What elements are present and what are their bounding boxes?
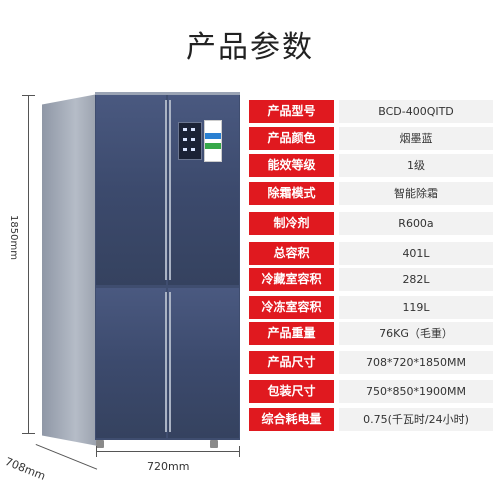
- depth-dimension-line: [35, 444, 98, 470]
- spec-value: 282L: [339, 268, 493, 291]
- display-indicator: [191, 148, 195, 151]
- spec-row: 产品尺寸 708*720*1850MM: [249, 351, 493, 376]
- width-dimension-line: [96, 451, 239, 452]
- fridge-top-edge: [95, 92, 240, 95]
- display-indicator: [183, 138, 187, 141]
- spec-label: 产品尺寸: [249, 351, 334, 374]
- spec-label: 制冷剂: [249, 212, 334, 235]
- spec-label: 包装尺寸: [249, 380, 334, 403]
- spec-label: 冷冻室容积: [249, 296, 334, 319]
- spec-row: 制冷剂 R600a: [249, 212, 493, 237]
- spec-value: 烟墨蓝: [339, 127, 493, 150]
- spec-row: 除霜模式 智能除霜: [249, 182, 493, 207]
- page-title: 产品参数: [186, 30, 314, 65]
- fridge-side-panel: [42, 94, 98, 446]
- spec-row: 包装尺寸 750*850*1900MM: [249, 380, 493, 405]
- height-dimension-top-tick: [22, 95, 35, 96]
- fridge-door-bottom-right: [168, 288, 239, 438]
- spec-row: 综合耗电量 0.75(千瓦时/24小时): [249, 408, 493, 433]
- spec-row: 产品型号 BCD-400QITD: [249, 100, 493, 125]
- door-handle-top-right: [169, 100, 171, 280]
- display-indicator: [183, 128, 187, 131]
- door-handle-top-left: [165, 100, 167, 280]
- height-dimension-bottom-tick: [22, 433, 35, 434]
- spec-value: R600a: [339, 212, 493, 235]
- door-handle-bottom-right: [169, 292, 171, 432]
- spec-label: 除霜模式: [249, 182, 334, 205]
- width-dimension-left-tick: [96, 446, 97, 457]
- spec-row: 产品颜色 烟墨蓝: [249, 127, 493, 152]
- spec-value: 750*850*1900MM: [339, 380, 493, 403]
- width-dimension-right-tick: [239, 446, 240, 457]
- spec-value: 119L: [339, 296, 493, 319]
- spec-row: 能效等级 1级: [249, 154, 493, 179]
- spec-value: BCD-400QITD: [339, 100, 493, 123]
- spec-label: 综合耗电量: [249, 408, 334, 431]
- spec-label: 产品型号: [249, 100, 334, 123]
- fridge-foot: [210, 440, 218, 448]
- spec-value: 708*720*1850MM: [339, 351, 493, 374]
- display-indicator: [191, 128, 195, 131]
- height-dimension-line: [28, 95, 29, 433]
- fridge-foot: [96, 440, 104, 448]
- spec-label: 能效等级: [249, 154, 334, 177]
- spec-row: 冷冻室容积 119L: [249, 296, 493, 321]
- spec-value: 1级: [339, 154, 493, 177]
- spec-row: 产品重量 76KG（毛重）: [249, 322, 493, 347]
- width-dimension-label: 720mm: [147, 460, 190, 473]
- spec-label: 产品重量: [249, 322, 334, 345]
- spec-value: 401L: [339, 242, 493, 265]
- control-display-panel: [178, 122, 202, 160]
- door-handle-bottom-left: [165, 292, 167, 432]
- display-indicator: [191, 138, 195, 141]
- spec-label: 产品颜色: [249, 127, 334, 150]
- spec-label: 总容积: [249, 242, 334, 265]
- spec-label: 冷藏室容积: [249, 268, 334, 291]
- energy-label-sticker: [204, 120, 222, 162]
- spec-value: 0.75(千瓦时/24小时): [339, 408, 493, 431]
- spec-value: 76KG（毛重）: [339, 322, 493, 345]
- spec-value: 智能除霜: [339, 182, 493, 205]
- fridge-door-bottom-left: [96, 288, 166, 438]
- height-dimension-label: 1850mm: [8, 215, 19, 260]
- depth-dimension-label: 708mm: [3, 455, 48, 483]
- spec-row: 总容积 401L: [249, 242, 493, 267]
- spec-row: 冷藏室容积 282L: [249, 268, 493, 293]
- fridge-door-top-left: [96, 95, 166, 285]
- display-indicator: [183, 148, 187, 151]
